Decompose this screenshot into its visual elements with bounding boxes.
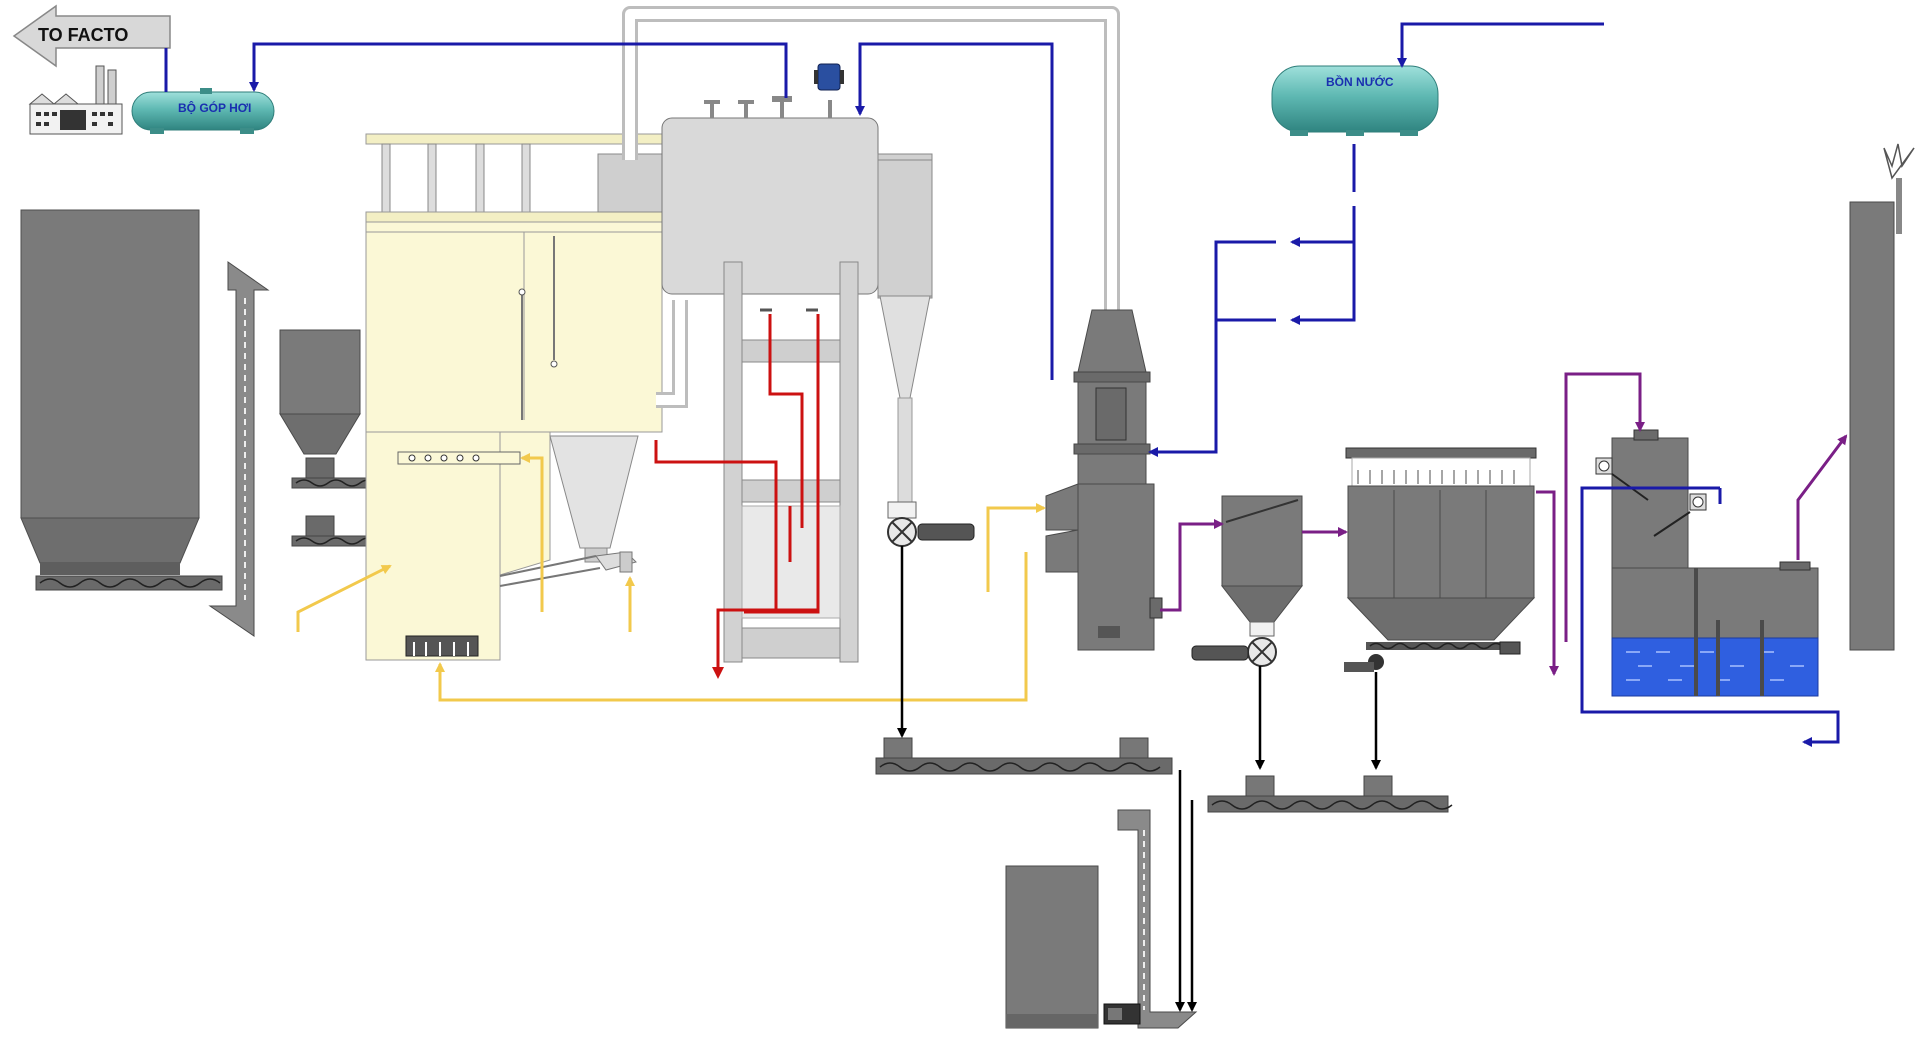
ash-bin bbox=[1005, 865, 1099, 1029]
flue-pipe bbox=[622, 6, 1120, 408]
cyclone-primary bbox=[499, 435, 639, 587]
water-lines bbox=[164, 22, 1840, 747]
boiler-upper-section bbox=[365, 133, 663, 433]
air-lines bbox=[296, 453, 1046, 702]
bag-filter bbox=[1344, 447, 1537, 672]
bucket-elevator-ash bbox=[1103, 809, 1198, 1029]
water-tank-label: BỒN NƯỚC bbox=[1326, 74, 1394, 89]
exhaust-plume-icon bbox=[1883, 143, 1915, 180]
factory-icon bbox=[28, 65, 123, 135]
hot-gas-lines bbox=[654, 314, 820, 679]
cyclone-secondary bbox=[877, 159, 933, 519]
ash-conveyor-1 bbox=[875, 737, 1173, 775]
fuel-hopper bbox=[279, 329, 385, 547]
boiler-furnace bbox=[365, 431, 551, 661]
steam-collector-tank: BỘ GÓP HƠI bbox=[131, 88, 275, 134]
steam-collector-label: BỘ GÓP HƠI bbox=[178, 100, 251, 115]
ash-lines bbox=[897, 546, 1381, 1012]
water-tank: BỒN NƯỚC bbox=[1271, 65, 1439, 136]
flue-gas-lines bbox=[1160, 372, 1848, 676]
motor-icon bbox=[814, 63, 844, 91]
air-preheater-tower bbox=[1045, 309, 1163, 651]
bucket-elevator-left bbox=[208, 261, 270, 637]
to-factory-arrow: TO FACTO bbox=[12, 4, 171, 68]
ash-conveyor-2 bbox=[1207, 775, 1453, 813]
dust-collector bbox=[1191, 495, 1304, 667]
to-factory-label: TO FACTO bbox=[38, 25, 128, 45]
rotary-valve-icon bbox=[887, 517, 975, 547]
chimney bbox=[1849, 178, 1902, 651]
coal-silo bbox=[20, 209, 223, 591]
wet-scrubber bbox=[1595, 429, 1819, 697]
